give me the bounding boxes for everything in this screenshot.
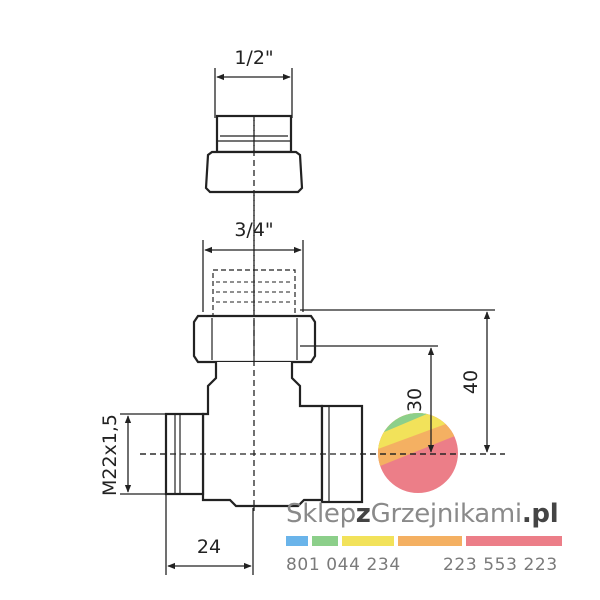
logo-ball	[378, 413, 458, 493]
phone-number-2: 223 553 223	[443, 555, 558, 575]
color-bar-yellow	[342, 536, 394, 546]
brand-part-domain: .pl	[521, 499, 559, 529]
color-bar-green	[312, 536, 338, 546]
valve-body	[201, 362, 324, 508]
brand-part-z: z	[355, 499, 371, 529]
dim-top-thread-label: 1/2"	[234, 47, 273, 69]
dim-height-30-label: 30	[404, 388, 426, 412]
brand-name: SklepzGrzejnikami.pl	[286, 499, 559, 529]
union-nut	[192, 314, 317, 364]
dim-height-40	[300, 309, 495, 453]
color-bar-blue	[286, 536, 308, 546]
color-bar-orange	[398, 536, 462, 546]
brand-part-grzejnikami: Grzejnikami	[370, 499, 523, 529]
dim-width-24-label: 24	[197, 536, 221, 558]
dim-height-30	[300, 345, 438, 453]
dim-width-24	[165, 494, 254, 575]
dim-top-thread	[214, 68, 293, 118]
color-bar-pink	[466, 536, 562, 546]
brand-part-sklep: Sklep	[286, 499, 356, 529]
dim-height-40-label: 40	[460, 370, 482, 394]
dim-mid-thread	[202, 240, 304, 312]
dim-side-thread-label: M22x1,5	[99, 414, 121, 496]
phone-number-1: 801 044 234	[286, 555, 401, 575]
dim-side-thread	[120, 413, 168, 495]
